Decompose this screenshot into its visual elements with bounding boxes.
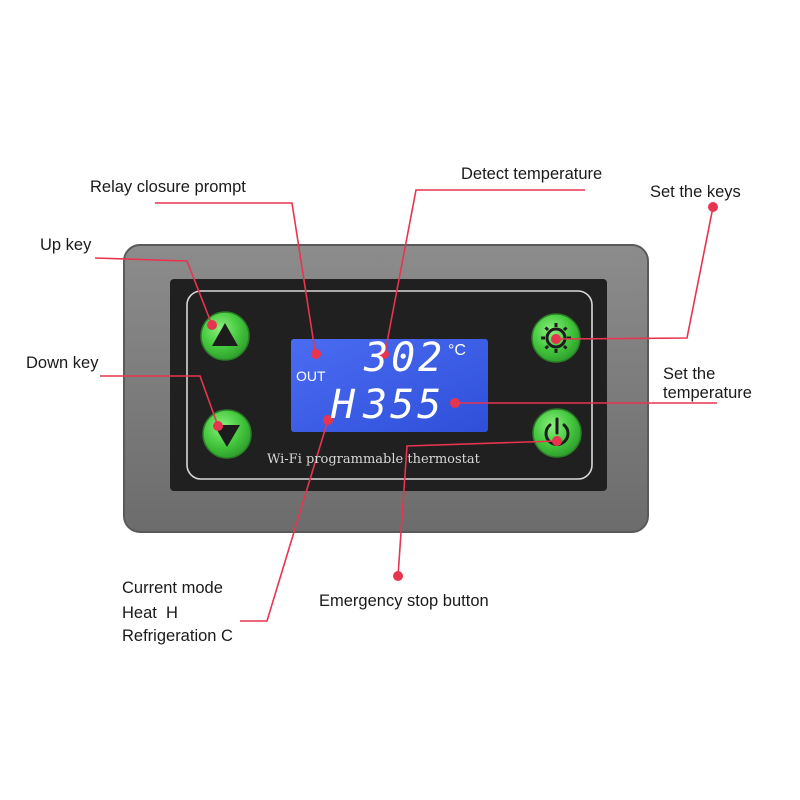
callout-down-line [100, 375, 219, 427]
callout-dot-settemp [450, 398, 460, 408]
callout-up-line [94, 257, 213, 326]
label-refrigeration-c: Refrigeration C [122, 627, 233, 645]
lcd-screen [291, 339, 488, 432]
out-indicator: OUT [296, 368, 326, 384]
label-detect-temperature: Detect temperature [461, 165, 603, 183]
label-up-key: Up key [40, 236, 92, 254]
label-set-the-temperature-2: temperature [663, 384, 752, 402]
callout-dot-down [213, 421, 223, 431]
label-relay-closure-prompt: Relay closure prompt [90, 178, 246, 196]
callout-relay-line [155, 202, 316, 352]
callout-detect-line [384, 189, 585, 354]
temperature-unit: °C [448, 342, 466, 359]
mode-indicator: H [331, 382, 356, 428]
callout-dot-emergency-btn [552, 436, 562, 446]
label-current-mode: Current mode [122, 579, 223, 597]
callout-dots [207, 202, 718, 581]
callout-lines [94, 189, 717, 622]
panel-print-text: Wi-Fi programmable thermostat [267, 452, 480, 467]
callout-dot-up [207, 320, 217, 330]
callout-dot-setkeys [708, 202, 718, 212]
callout-setkeys-line [555, 206, 714, 340]
arrow-up-icon [212, 323, 238, 346]
label-set-the-keys: Set the keys [650, 183, 741, 201]
callout-dot-emergency [393, 571, 403, 581]
callout-emergency-line [397, 440, 558, 577]
callout-dot-relay [311, 349, 321, 359]
emergency-stop-key[interactable] [532, 408, 582, 458]
down-key[interactable] [202, 409, 252, 459]
callout-dot-detect [379, 349, 389, 359]
callout-dot-mode [323, 415, 333, 425]
callout-mode-line [240, 419, 329, 622]
label-emergency-stop-button: Emergency stop button [319, 592, 489, 610]
gear-icon [541, 323, 571, 353]
set-temperature-readout: 355 [363, 382, 445, 428]
arrow-down-icon [214, 425, 240, 447]
up-key[interactable] [200, 311, 250, 361]
callout-dot-setkeys-btn [551, 334, 561, 344]
label-down-key: Down key [26, 354, 99, 372]
panel-outline [186, 290, 593, 480]
label-heat-h: Heat H [122, 604, 178, 622]
detect-temperature-readout: 302 [364, 335, 446, 381]
label-set-the-temperature-1: Set the [663, 365, 716, 383]
